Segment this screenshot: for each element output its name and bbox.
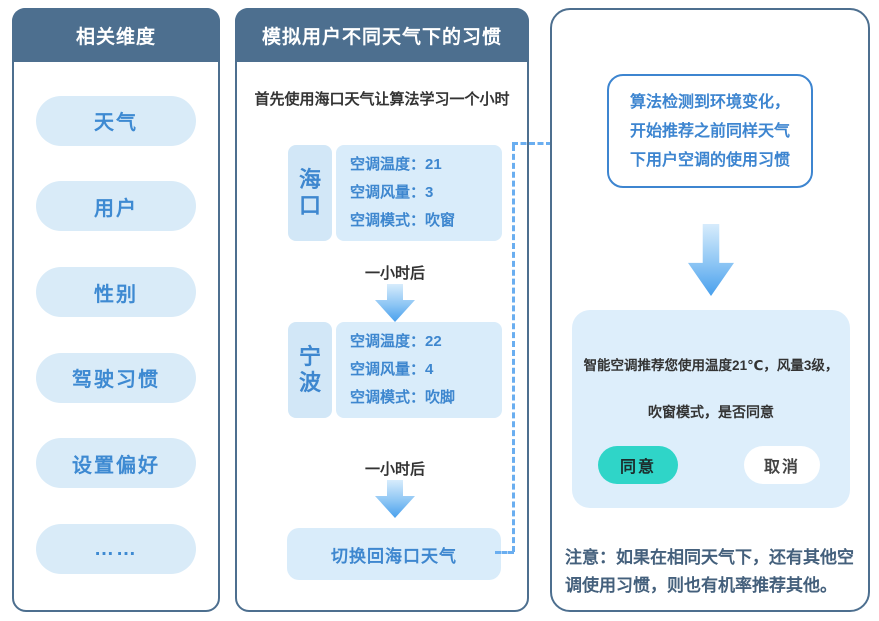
recommendation-panel: 算法检测到环境变化，开始推荐之前同样天气下用户空调的使用习惯 智能空调推荐您使用… [550, 8, 870, 612]
dimension-ellipsis: …… [36, 524, 196, 575]
recommendation-card: 智能空调推荐您使用温度21℃，风量3级， 吹窗模式，是否同意 同意 取消 [572, 310, 850, 508]
simulation-panel: 模拟用户不同天气下的习惯 首先使用海口天气让算法学习一个小时 海口 空调温度：2… [235, 8, 529, 612]
ningbo-mode: 空调模式：吹脚 [350, 389, 456, 406]
dimension-weather: 天气 [36, 95, 196, 146]
simulation-title: 模拟用户不同天气下的习惯 [235, 8, 529, 62]
one-hour-later-label-1: 一小时后 [364, 265, 425, 282]
connector-dash-top [512, 142, 586, 145]
recommendation-text-line1: 智能空调推荐您使用温度21℃，风量3级， [583, 358, 839, 373]
connector-dash-vertical [512, 145, 515, 552]
ningbo-fan: 空调风量：4 [350, 361, 434, 378]
one-hour-later-label-2: 一小时后 [364, 461, 425, 478]
step-haikou: 海口 空调温度：21 空调风量：3 空调模式：吹窗 [288, 145, 502, 241]
agree-button[interactable]: 同意 [598, 446, 678, 484]
ningbo-settings: 空调温度：22 空调风量：4 空调模式：吹脚 [336, 322, 502, 418]
note-text: 注意：如果在相同天气下，还有其他空调使用习惯，则也有机率推荐其他。 [565, 548, 854, 595]
haikou-fan: 空调风量：3 [350, 184, 434, 201]
down-arrow-icon-1 [375, 284, 415, 322]
step-ningbo: 宁波 空调温度：22 空调风量：4 空调模式：吹脚 [288, 322, 502, 418]
connector-dash-bottom [495, 551, 514, 554]
down-arrow-icon-2 [375, 480, 415, 518]
recommendation-text-line2: 吹窗模式，是否同意 [648, 404, 774, 420]
haikou-settings: 空调温度：21 空调风量：3 空调模式：吹窗 [336, 145, 502, 241]
dimension-setting-preference: 设置偏好 [36, 438, 196, 489]
dimension-gender: 性别 [36, 267, 196, 318]
dimension-user: 用户 [36, 181, 196, 232]
city-label-ningbo: 宁波 [288, 322, 332, 418]
algorithm-detect-bubble: 算法检测到环境变化，开始推荐之前同样天气下用户空调的使用习惯 [607, 74, 813, 188]
algorithm-detect-text: 算法检测到环境变化，开始推荐之前同样天气下用户空调的使用习惯 [629, 93, 790, 169]
dimension-list: 天气 用户 性别 驾驶习惯 设置偏好 …… [14, 64, 218, 610]
simulation-intro: 首先使用海口天气让算法学习一个小时 [254, 91, 510, 108]
related-dimensions-panel: 相关维度 天气 用户 性别 驾驶习惯 设置偏好 …… [12, 8, 220, 612]
haikou-mode: 空调模式：吹窗 [350, 212, 456, 229]
city-label-haikou: 海口 [288, 145, 332, 241]
down-arrow-icon-3 [688, 224, 734, 296]
dimension-driving-habit: 驾驶习惯 [36, 352, 196, 403]
ningbo-temperature: 空调温度：22 [350, 333, 442, 350]
related-dimensions-title: 相关维度 [12, 8, 220, 62]
cancel-button[interactable]: 取消 [744, 446, 820, 484]
haikou-temperature: 空调温度：21 [350, 156, 442, 173]
switch-back-haikou-box: 切换回海口天气 [287, 528, 501, 580]
